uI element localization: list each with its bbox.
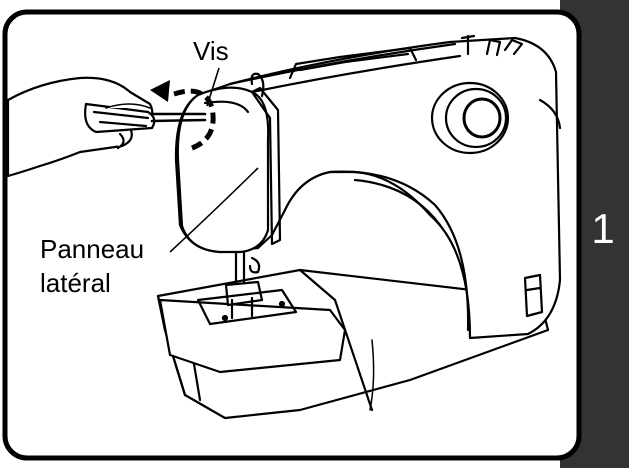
- screw-label: Vis: [193, 36, 229, 66]
- rotation-arrowhead: [150, 80, 170, 102]
- side-panel-label-line2: latéral: [40, 268, 111, 298]
- leader-lines: [169, 67, 259, 253]
- step-number: 1: [591, 205, 615, 252]
- machine-body: [156, 34, 562, 420]
- side-panel-label-line1: Panneau: [40, 234, 145, 264]
- screw-leader: [206, 67, 220, 107]
- hand-with-screwdriver: [6, 76, 207, 178]
- side-panel-leader: [169, 167, 259, 253]
